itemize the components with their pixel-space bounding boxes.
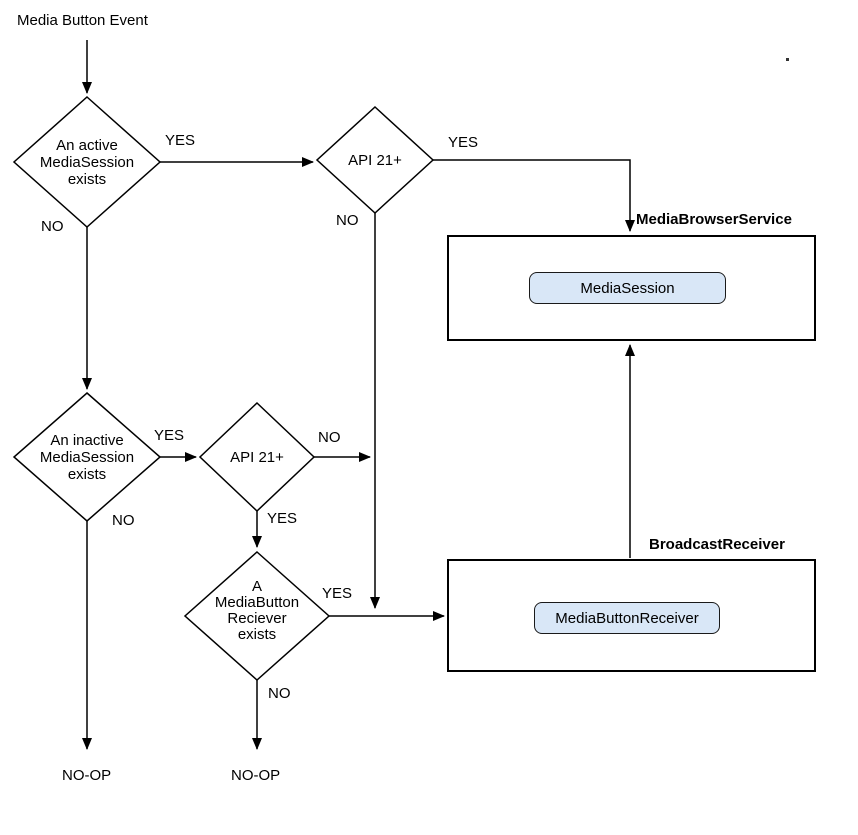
- terminal-noop-mid: NO-OP: [231, 767, 281, 784]
- edge-label-inactive-yes: YES: [154, 427, 185, 444]
- edge-label-mbr-no: NO: [268, 685, 291, 702]
- edge-label-inactive-no: NO: [112, 512, 135, 529]
- edge-api21-top-yes-to-mediabrowserservice: [433, 159, 635, 232]
- edge-label-api21-mid-no: NO: [318, 429, 341, 446]
- start-label: Media Button Event: [17, 12, 148, 29]
- stray-dot: [786, 58, 789, 61]
- decision-api21-mid-diamond: [198, 401, 316, 513]
- decision-inactive-session-diamond: [12, 392, 162, 522]
- decision-api21-top-diamond: [315, 105, 435, 215]
- decision-mbr-exists-diamond: [183, 550, 331, 682]
- edge-label-active-yes: YES: [165, 132, 196, 149]
- media-browser-service-title: MediaBrowserService: [636, 211, 792, 228]
- edge-label-api21-top-yes: YES: [448, 134, 479, 151]
- decision-active-session-text: An active MediaSession exists: [39, 137, 135, 188]
- media-session-component: MediaSession: [529, 272, 726, 304]
- decision-inactive-session-text: An inactive MediaSession exists: [39, 432, 135, 483]
- edge-label-active-no: NO: [41, 218, 64, 235]
- edge-label-api21-mid-yes: YES: [267, 510, 298, 527]
- edge-label-api21-top-no: NO: [336, 212, 359, 229]
- media-button-receiver-component: MediaButtonReceiver: [534, 602, 720, 634]
- decision-api21-mid-text: API 21+: [230, 449, 284, 466]
- decision-active-session-diamond: [12, 95, 162, 229]
- broadcast-receiver-title: BroadcastReceiver: [649, 536, 785, 553]
- decision-api21-top-text: API 21+: [348, 152, 402, 169]
- edge-label-mbr-yes: YES: [322, 585, 353, 602]
- decision-mbr-exists-text: A MediaButton Reciever exists: [214, 578, 300, 643]
- terminal-noop-left: NO-OP: [62, 767, 112, 784]
